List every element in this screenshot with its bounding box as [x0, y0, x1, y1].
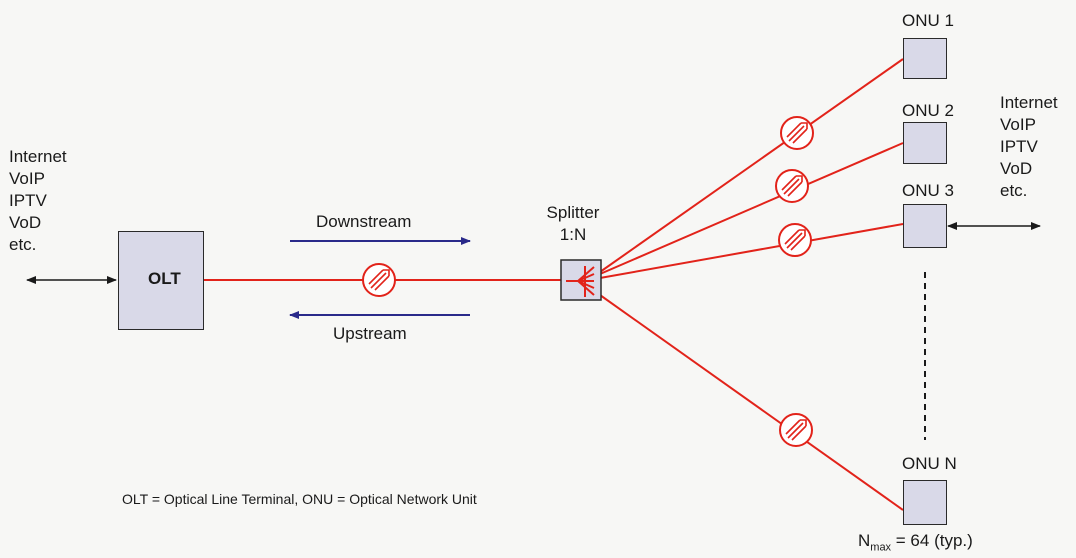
onu-3-label: ONU 3	[902, 181, 954, 200]
left-services: Internet VoIP IPTV VoD etc.	[9, 146, 67, 256]
onu-1-box	[903, 38, 947, 79]
right-service-item: Internet	[1000, 93, 1058, 112]
splitter-label-line2: 1:N	[559, 225, 587, 244]
onu-1-label: ONU 1	[902, 11, 954, 30]
olt-label: OLT	[148, 269, 181, 288]
upstream-label: Upstream	[333, 324, 407, 343]
legend: OLT = Optical Line Terminal, ONU = Optic…	[122, 491, 477, 507]
downstream-label: Downstream	[316, 212, 412, 231]
onu-n-box	[903, 480, 947, 525]
fiber-onu-1	[599, 58, 904, 273]
nmax-rest: = 64 (typ.)	[891, 531, 973, 550]
onu-n-label: ONU N	[902, 454, 957, 473]
nmax-sub: max	[870, 541, 892, 554]
fiber-onu-2	[599, 142, 904, 275]
left-service-item: IPTV	[9, 191, 47, 210]
right-service-item: etc.	[1000, 181, 1028, 200]
splitter-icon	[560, 259, 602, 301]
nmax-base: N	[858, 531, 871, 550]
splitter-label: Splitter 1:N	[545, 202, 601, 246]
fiber-onu-3	[599, 223, 904, 279]
left-service-item: etc.	[9, 235, 37, 254]
onu-2-label: ONU 2	[902, 101, 954, 120]
fiber-onu-n	[599, 294, 904, 511]
left-service-item: Internet	[9, 147, 67, 166]
fiber-coil-icon	[362, 263, 396, 297]
onu-2-box	[903, 122, 947, 164]
fiber-coil-icon	[778, 223, 812, 257]
right-service-item: VoIP	[1000, 115, 1036, 134]
fiber-coil-icon	[779, 413, 813, 447]
left-service-item: VoIP	[9, 169, 45, 188]
onu-3-box	[903, 204, 947, 248]
right-service-item: VoD	[1000, 159, 1033, 178]
right-services: Internet VoIP IPTV VoD etc.	[1000, 92, 1058, 202]
left-service-item: VoD	[9, 213, 42, 232]
fiber-coil-icon	[780, 116, 814, 150]
fiber-coil-icon	[775, 169, 809, 203]
splitter-label-line1: Splitter	[546, 203, 600, 222]
olt-box: OLT	[118, 231, 204, 330]
nmax-label: Nmax = 64 (typ.)	[858, 530, 973, 558]
right-service-item: IPTV	[1000, 137, 1038, 156]
